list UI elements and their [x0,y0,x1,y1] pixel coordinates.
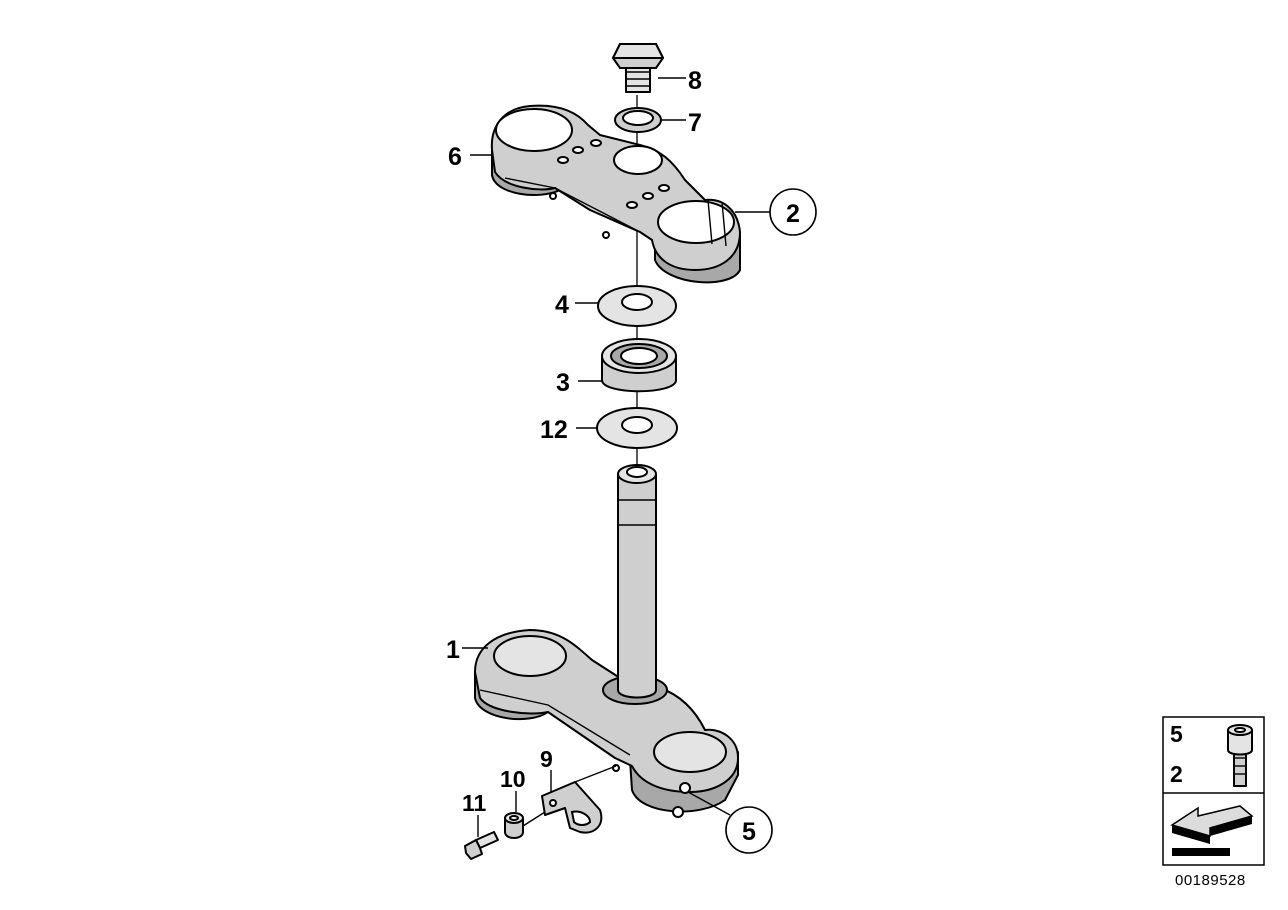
label-10[interactable]: 10 [500,766,526,792]
callout-circle-2 [769,188,817,236]
label-8[interactable]: 8 [688,67,702,95]
fastener-legend: 5 2 [1162,716,1265,866]
lower-fork-bridge-part-1[interactable] [474,464,739,818]
seal-ring-part-7[interactable] [614,107,662,133]
bearing-part-3[interactable] [601,338,677,393]
bracket-part-9[interactable] [541,765,617,834]
label-9[interactable]: 9 [540,746,553,772]
bushing-part-10[interactable] [504,811,546,839]
upper-fork-bridge-part-6[interactable] [490,104,741,284]
label-1[interactable]: 1 [446,636,460,664]
direction-arrow-icon [1170,805,1254,856]
label-2[interactable]: 2 [786,200,800,228]
label-5[interactable]: 5 [742,818,756,846]
screw-part-11[interactable] [464,831,499,860]
document-number: 00189528 [1175,872,1246,889]
socket-bolt-icon [1227,724,1253,787]
washer-part-4[interactable] [597,285,677,327]
washer-part-12[interactable] [596,407,678,449]
callout-circle-5 [725,806,773,854]
label-7[interactable]: 7 [688,109,702,137]
label-11[interactable]: 11 [462,790,487,816]
bolt-part-8[interactable] [612,43,664,93]
legend-number-top: 5 [1170,721,1183,747]
legend-number-bottom: 2 [1170,761,1183,787]
label-12[interactable]: 12 [540,416,568,444]
leader-5 [687,791,731,816]
label-3[interactable]: 3 [556,369,570,397]
label-4[interactable]: 4 [555,291,569,319]
label-6[interactable]: 6 [448,143,462,171]
